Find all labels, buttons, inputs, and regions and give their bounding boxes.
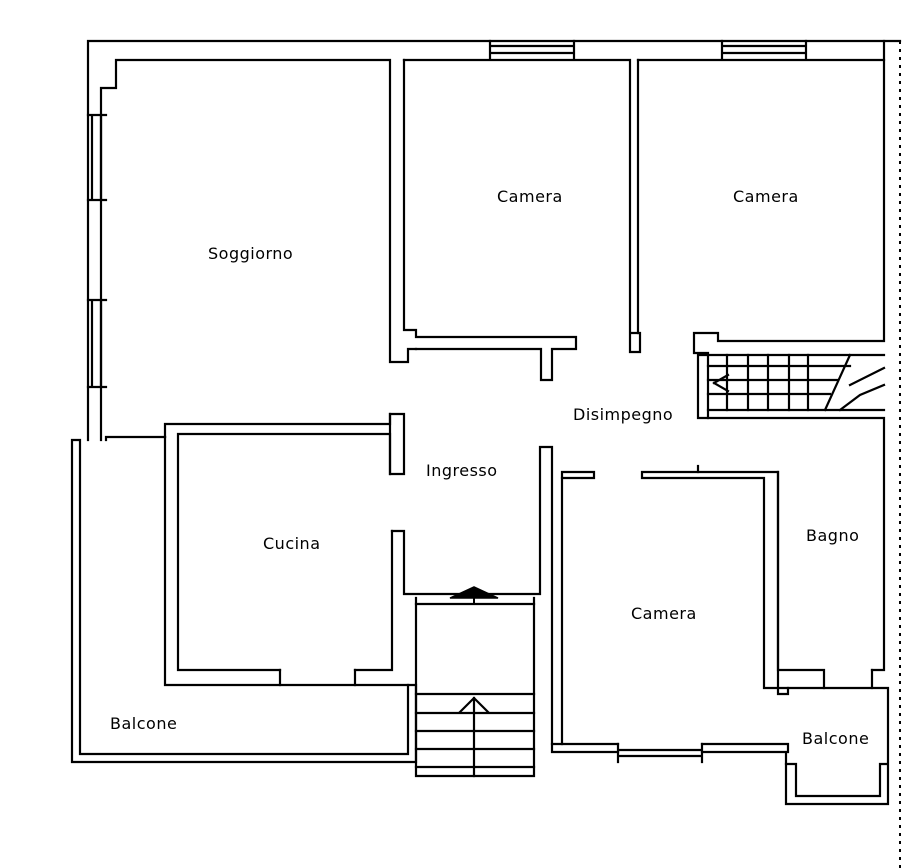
room-label-disimpegno: Disimpegno (573, 405, 674, 424)
camera-2-wall (636, 58, 886, 355)
room-label-camera-3: Camera (631, 604, 697, 623)
bottom-window (550, 742, 790, 764)
balcone-left (70, 438, 418, 764)
room-label-cucina: Cucina (263, 534, 321, 553)
room-label-camera-2: Camera (733, 187, 799, 206)
top-window-2 (720, 39, 808, 60)
room-label-soggiorno: Soggiorno (208, 244, 294, 263)
top-window-1 (488, 39, 576, 60)
bagno-wall (706, 416, 886, 690)
room-label-balcone-right: Balcone (802, 729, 870, 748)
outer-wall (86, 39, 902, 442)
room-label-balcone-left: Balcone (110, 714, 178, 733)
left-window-2 (86, 298, 108, 389)
balcone-right (784, 686, 890, 806)
left-window-1 (86, 113, 108, 202)
camera-1-wall (402, 58, 642, 354)
stairs-right (696, 353, 886, 420)
room-label-ingresso: Ingresso (426, 461, 498, 480)
camera-3-wall (560, 470, 596, 480)
soggiorno-wall (99, 58, 418, 442)
room-label-bagno: Bagno (806, 526, 860, 545)
room-label-camera-1: Camera (497, 187, 563, 206)
entry-stairs (414, 596, 536, 778)
